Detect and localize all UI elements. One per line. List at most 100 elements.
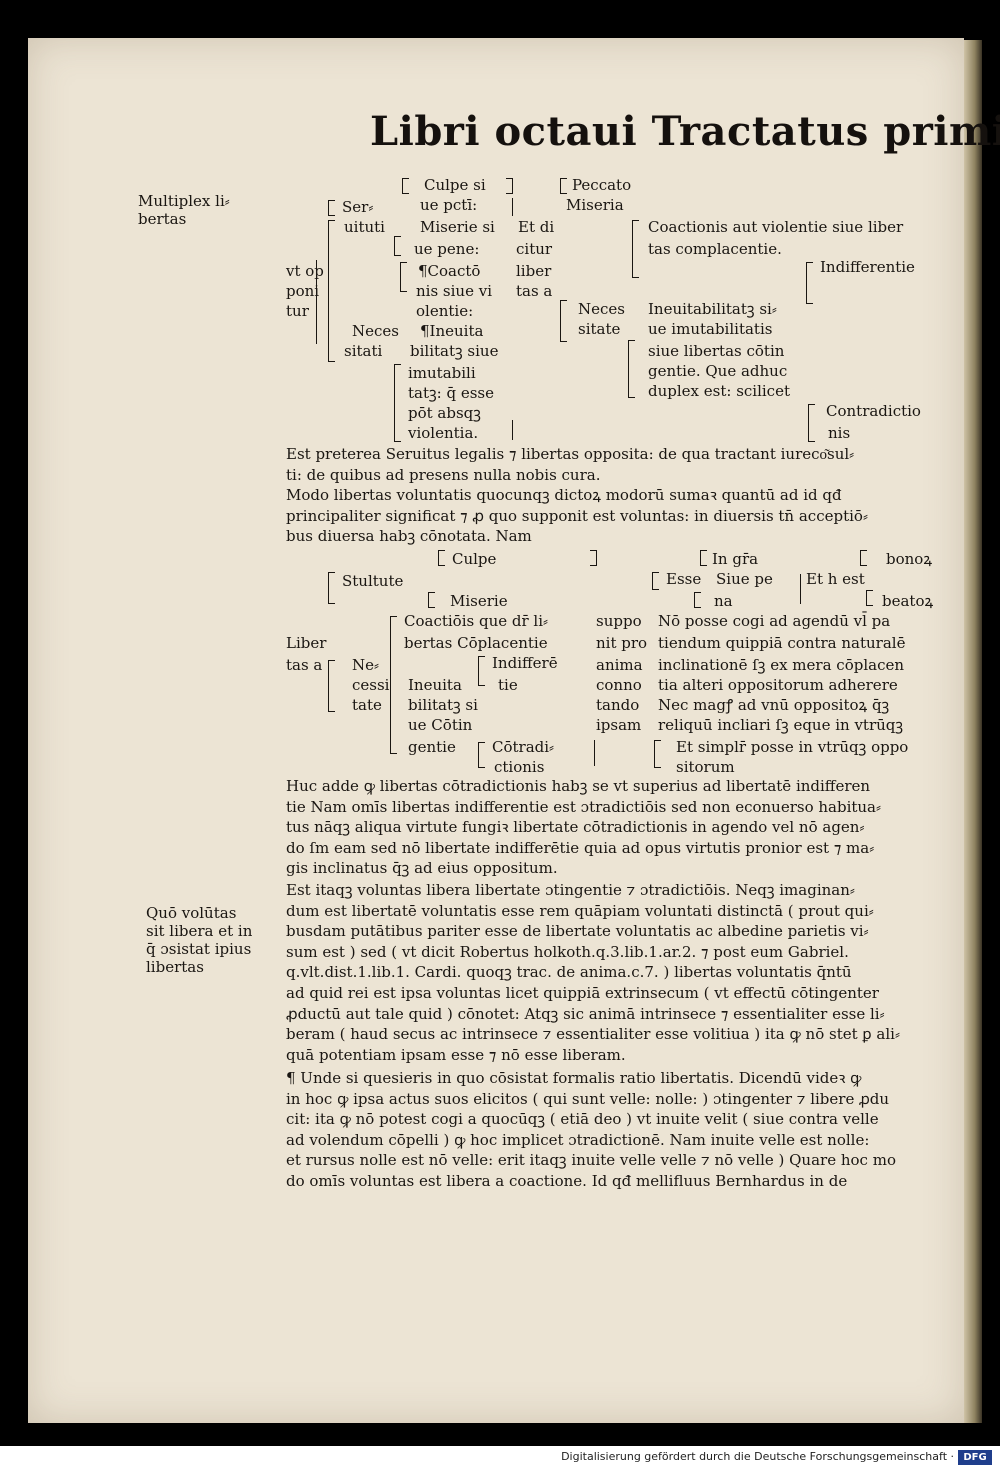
diagram-label: nis siue vi: [416, 282, 492, 300]
diagram-label: Et h est: [806, 570, 865, 588]
bracket: [512, 420, 513, 440]
footer-bar: Digitalisierung gefördert durch die Deut…: [0, 1446, 1000, 1470]
text-line: Est preterea Seruitus legalis ⁊ libertas…: [286, 445, 855, 463]
diagram-label: Culpe si: [424, 176, 486, 194]
diagram-label: Siue pe: [716, 570, 773, 588]
bracket: [394, 236, 401, 256]
diagram-label: ¶Ineuita: [420, 322, 484, 340]
text-line: ¶ Unde si quesieris in quo cōsistat form…: [286, 1069, 862, 1087]
diagram-label: tas a: [516, 282, 553, 300]
diagram-label: Liber: [286, 634, 327, 652]
diagram-label: tur: [286, 302, 309, 320]
running-head: Libri octaui Tractatus primi: [370, 108, 1000, 155]
diagram-label: sitati: [344, 342, 383, 360]
diagram-label: anima: [596, 656, 643, 674]
bracket: [328, 220, 335, 362]
diagram-label: gentie. Que adhuc: [648, 362, 788, 380]
diagram-label: Miserie: [450, 592, 508, 610]
text-line: tus nāqꝫ aliqua virtute fungiꝛ libertate…: [286, 818, 865, 837]
diagram-label: bilitatꝫ siue: [410, 342, 499, 360]
text-line: bus diuersa habꝫ cōnotata. Nam: [286, 527, 532, 546]
diagram-label: vt op: [286, 262, 324, 280]
text-line: dum est libertatē voluntatis esse rem qu…: [286, 901, 874, 920]
diagram-label: Miseria: [566, 196, 624, 214]
funding-credit: Digitalisierung gefördert durch die Deut…: [561, 1450, 954, 1463]
margin-note-line: Quō volūtas: [146, 904, 237, 922]
diagram-label: Stultute: [342, 572, 404, 590]
bracket: [694, 592, 701, 608]
margin-note-multiplex: Multiplex li⸗ bertas: [138, 192, 230, 228]
diagram-label: tatꝫ: q̄ esse: [408, 384, 495, 402]
bracket: [866, 590, 873, 606]
bracket: [800, 574, 801, 604]
diagram-label: In gr̄a: [712, 550, 759, 568]
diagram-label: Neces: [352, 322, 399, 340]
diagram-label: tie: [498, 676, 518, 694]
diagram-label: gentie: [408, 738, 456, 756]
paragraph-2: Huc adde ꝙ libertas cōtradictionis habꝫ …: [286, 776, 881, 879]
diagram-label: Neces: [578, 300, 625, 318]
diagram-label: Peccato: [572, 176, 632, 194]
diagram-label: duplex est: scilicet: [648, 382, 790, 400]
diagram-label: Culpe: [452, 550, 497, 568]
margin-note-line: Multiplex li⸗: [138, 192, 230, 210]
paragraph-1: Est preterea Seruitus legalis ⁊ libertas…: [286, 444, 868, 547]
text-line: tie Nam omīs libertas indifferentie est …: [286, 797, 881, 816]
diagram-label: Nec magꝭ ad vnū oppositoꝝ q̄ꝫ: [658, 696, 890, 714]
diagram-label: nit pro: [596, 634, 648, 652]
dfg-logo-icon: DFG: [958, 1450, 992, 1465]
bracket: [590, 550, 597, 566]
diagram-label: Cōtradi⸗: [492, 738, 555, 756]
diagram-label: violentia.: [408, 424, 479, 442]
text-line: in hoc ꝙ ipsa actus suos elicitos ( qui …: [286, 1089, 890, 1108]
diagram-label: poni: [286, 282, 320, 300]
text-line: beram ( haud secus ac intrinsece ⁊ essen…: [286, 1025, 900, 1044]
diagram-label: conno: [596, 676, 642, 694]
diagram-label: cessi: [352, 676, 390, 694]
text-line: cit: ita ꝙ nō potest cogi a quocūqꝫ ( et…: [286, 1110, 879, 1129]
text-line: sum est ) sed ( vt dicit Robertus holkot…: [286, 942, 849, 961]
bracket: [316, 260, 317, 344]
bracket: [478, 742, 485, 768]
diagram-label: ipsam: [596, 716, 642, 734]
diagram-label: Indifferē: [492, 654, 558, 672]
bracket: [594, 740, 595, 766]
diagram-label: ue pctī:: [420, 196, 478, 214]
text-line: et rursus nolle est nō velle: erit itaqꝫ…: [286, 1151, 896, 1170]
bracket: [328, 572, 335, 604]
margin-note-quo: Quō volūtas sit libera et in q̄ ɔsistat …: [146, 904, 252, 976]
diagram-label: ¶Coactō: [418, 262, 481, 280]
diagram-label: pōt absqꝫ: [408, 404, 481, 422]
diagram-label: uituti: [344, 218, 385, 236]
text-line: ꝓductū aut tale quid ) cōnotet: Atqꝫ sic…: [286, 1004, 885, 1023]
diagram-label: tate: [352, 696, 382, 714]
diagram-label: Miserie si: [420, 218, 495, 236]
diagram-label: bonoꝝ: [886, 550, 932, 568]
bracket: [512, 198, 513, 216]
bracket: [560, 300, 567, 342]
diagram-label: reliquū incliari ſꝫ eque in vtrūqꝫ: [658, 716, 904, 734]
bracket: [560, 178, 567, 194]
text-line: q.vlt.dist.1.lib.1. Cardi. quoqꝫ trac. d…: [286, 963, 852, 982]
diagram-label: tia alteri oppositorum adherere: [658, 676, 898, 694]
bracket: [808, 404, 815, 442]
paragraph-3: Est itaqꝫ voluntas libera libertate ɔtin…: [286, 880, 900, 1065]
diagram-label: bilitatꝫ si: [408, 696, 478, 714]
bracket: [628, 340, 635, 398]
diagram-label: suppo: [596, 612, 642, 630]
diagram-label: sitate: [578, 320, 621, 338]
bracket: [806, 262, 813, 304]
margin-note-line: libertas: [146, 958, 204, 976]
diagram-label: tas complacentie.: [648, 240, 782, 258]
bracket: [390, 616, 397, 754]
bracket: [394, 364, 401, 442]
text-line: Huc adde ꝙ libertas cōtradictionis habꝫ …: [286, 777, 871, 795]
text-line: ad volendum cōpelli ) ꝙ hoc implicet ɔtr…: [286, 1130, 870, 1149]
diagram-label: Ineuitabilitatꝫ si⸗: [648, 300, 777, 318]
book-page: [28, 38, 964, 1423]
diagram-label: imutabili: [408, 364, 476, 382]
paragraph-4: ¶ Unde si quesieris in quo cōsistat form…: [286, 1068, 896, 1192]
diagram-label: beatoꝝ: [882, 592, 934, 610]
diagram-label: inclinationē ſꝫ ex mera cōplacen: [658, 656, 905, 674]
